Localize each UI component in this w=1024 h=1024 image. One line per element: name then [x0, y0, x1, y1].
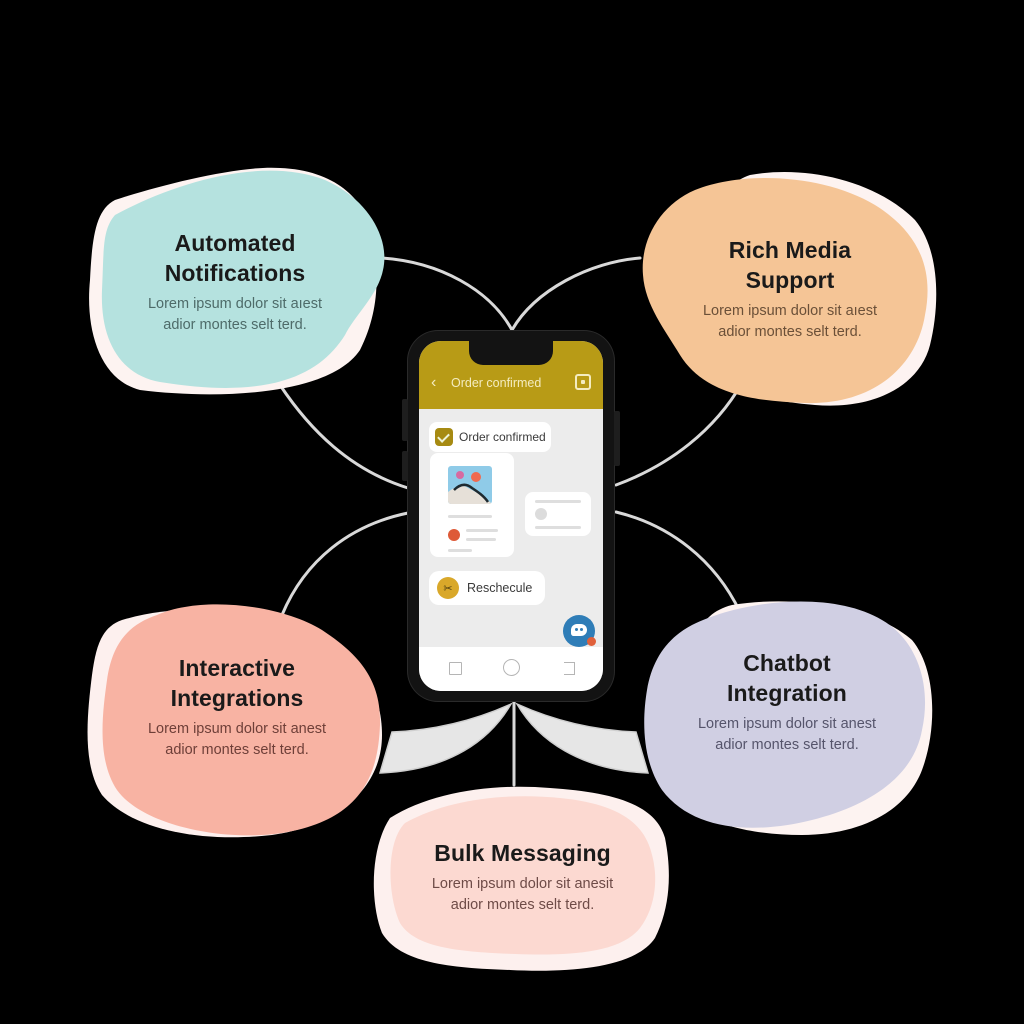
feature-title: Interactive Integrations — [170, 655, 304, 711]
reschedule-icon: ✂ — [437, 577, 459, 599]
image-icon — [448, 466, 492, 504]
app-header-title: Order confirmed — [451, 376, 542, 390]
checkbox-checked-icon — [435, 428, 453, 446]
nav-bar — [419, 647, 603, 691]
phone-side-button — [614, 411, 620, 466]
chatbot-fab[interactable] — [563, 615, 596, 647]
placeholder-line — [448, 515, 492, 518]
feature-card-bulk-messaging: Bulk Messaging Lorem ipsum dolor sit ane… — [370, 778, 675, 973]
order-confirmed-chip: Order confirmed — [429, 422, 551, 452]
feature-title: Bulk Messaging — [434, 840, 611, 866]
feature-title: Chatbot Integration — [727, 650, 847, 706]
placeholder-line — [535, 526, 581, 529]
feature-description: Lorem ipsum dolor sit anest adior montes… — [697, 716, 877, 753]
placeholder-line — [466, 529, 498, 532]
connector-interactive-integrations — [280, 511, 410, 617]
back-icon[interactable] — [564, 662, 575, 675]
connector-automated-notifications-side — [278, 383, 410, 490]
chatbot-icon — [571, 624, 587, 636]
feature-title: Rich Media Support — [728, 237, 852, 293]
order-confirmed-label: Order confirmed — [459, 430, 546, 444]
connector-chatbot-integration — [614, 510, 742, 614]
avatar — [448, 529, 460, 541]
connector-rich-media-side — [614, 381, 744, 487]
placeholder-line — [535, 500, 581, 503]
feature-description: Lorem ipsum dolor sit anesit adior monte… — [431, 876, 614, 913]
media-card[interactable] — [430, 453, 514, 557]
blob-shape — [644, 601, 933, 835]
feature-description: Lorem ipsum dolor sit aıest adior montes… — [147, 296, 323, 333]
phone-notch — [469, 341, 553, 365]
connector-rich-media-top — [510, 256, 642, 332]
blob-shape — [642, 172, 937, 406]
connector-fan-left — [378, 702, 513, 774]
feature-card-automated-notifications: Automated Notifications Lorem ipsum dolo… — [80, 160, 390, 400]
phone-screen: ‹ Order confirmed Order confirmed — [419, 341, 603, 691]
camera-icon[interactable] — [575, 374, 591, 390]
feature-card-interactive-integrations: Interactive Integrations Lorem ipsum dol… — [82, 595, 392, 840]
phone-side-button — [402, 399, 408, 441]
blob-shape — [373, 786, 669, 971]
chevron-left-icon[interactable]: ‹ — [431, 374, 437, 391]
feature-description: Lorem ipsum dolor sit anest adior montes… — [147, 721, 327, 758]
connector-automated-notifications-top — [380, 256, 514, 332]
message-card[interactable] — [525, 492, 591, 536]
feature-title: Automated Notifications — [164, 230, 306, 286]
feature-card-rich-media-support: Rich Media Support Lorem ipsum dolor sit… — [635, 165, 945, 410]
recent-apps-icon[interactable] — [449, 662, 462, 675]
connector-fan-right — [515, 702, 650, 774]
feature-card-chatbot-integration: Chatbot Integration Lorem ipsum dolor si… — [632, 590, 942, 840]
reschedule-button[interactable]: ✂ Reschecule — [429, 571, 545, 605]
notification-badge — [587, 637, 596, 646]
phone-side-button — [402, 451, 408, 481]
placeholder-line — [448, 549, 472, 552]
reschedule-label: Reschecule — [467, 581, 533, 595]
blob-shape — [87, 604, 382, 838]
blob-shape — [89, 167, 385, 395]
placeholder-line — [466, 538, 496, 541]
feature-description: Lorem ipsum dolor sit aıest adior montes… — [702, 303, 878, 340]
home-icon[interactable] — [503, 659, 520, 676]
phone-mockup: ‹ Order confirmed Order confirmed — [402, 331, 620, 701]
avatar — [535, 508, 547, 520]
